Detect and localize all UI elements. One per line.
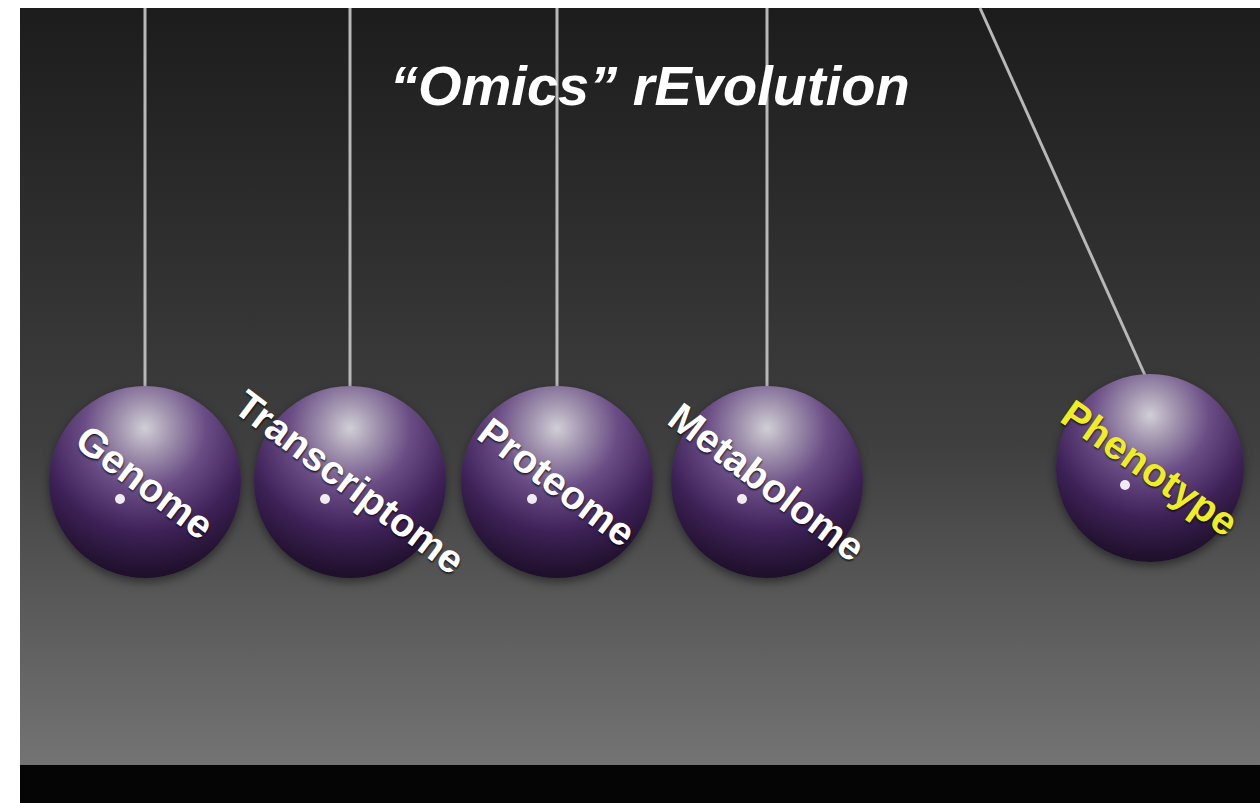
title: “Omics” rEvolution [390, 52, 910, 119]
sphere-glint [320, 494, 330, 504]
sphere-glint [527, 494, 537, 504]
background [20, 8, 1260, 803]
sphere-label: Metabolome [662, 396, 872, 568]
sphere-label: Proteome [471, 411, 642, 554]
cradle-sphere: Proteome [461, 386, 653, 578]
sphere-label: Genome [69, 418, 221, 546]
strings [145, 8, 1148, 395]
cradle-sphere: Transcriptome [254, 386, 446, 578]
base-bar [20, 765, 1260, 803]
cradle-sphere: Metabolome [671, 386, 863, 578]
sphere-glint [115, 494, 125, 504]
sphere-glint [737, 494, 747, 504]
cradle-sphere: Phenotype [1056, 374, 1244, 562]
sphere-label: Phenotype [1055, 393, 1245, 543]
cradle-sphere: Genome [49, 386, 241, 578]
sphere-glint [1120, 480, 1130, 490]
